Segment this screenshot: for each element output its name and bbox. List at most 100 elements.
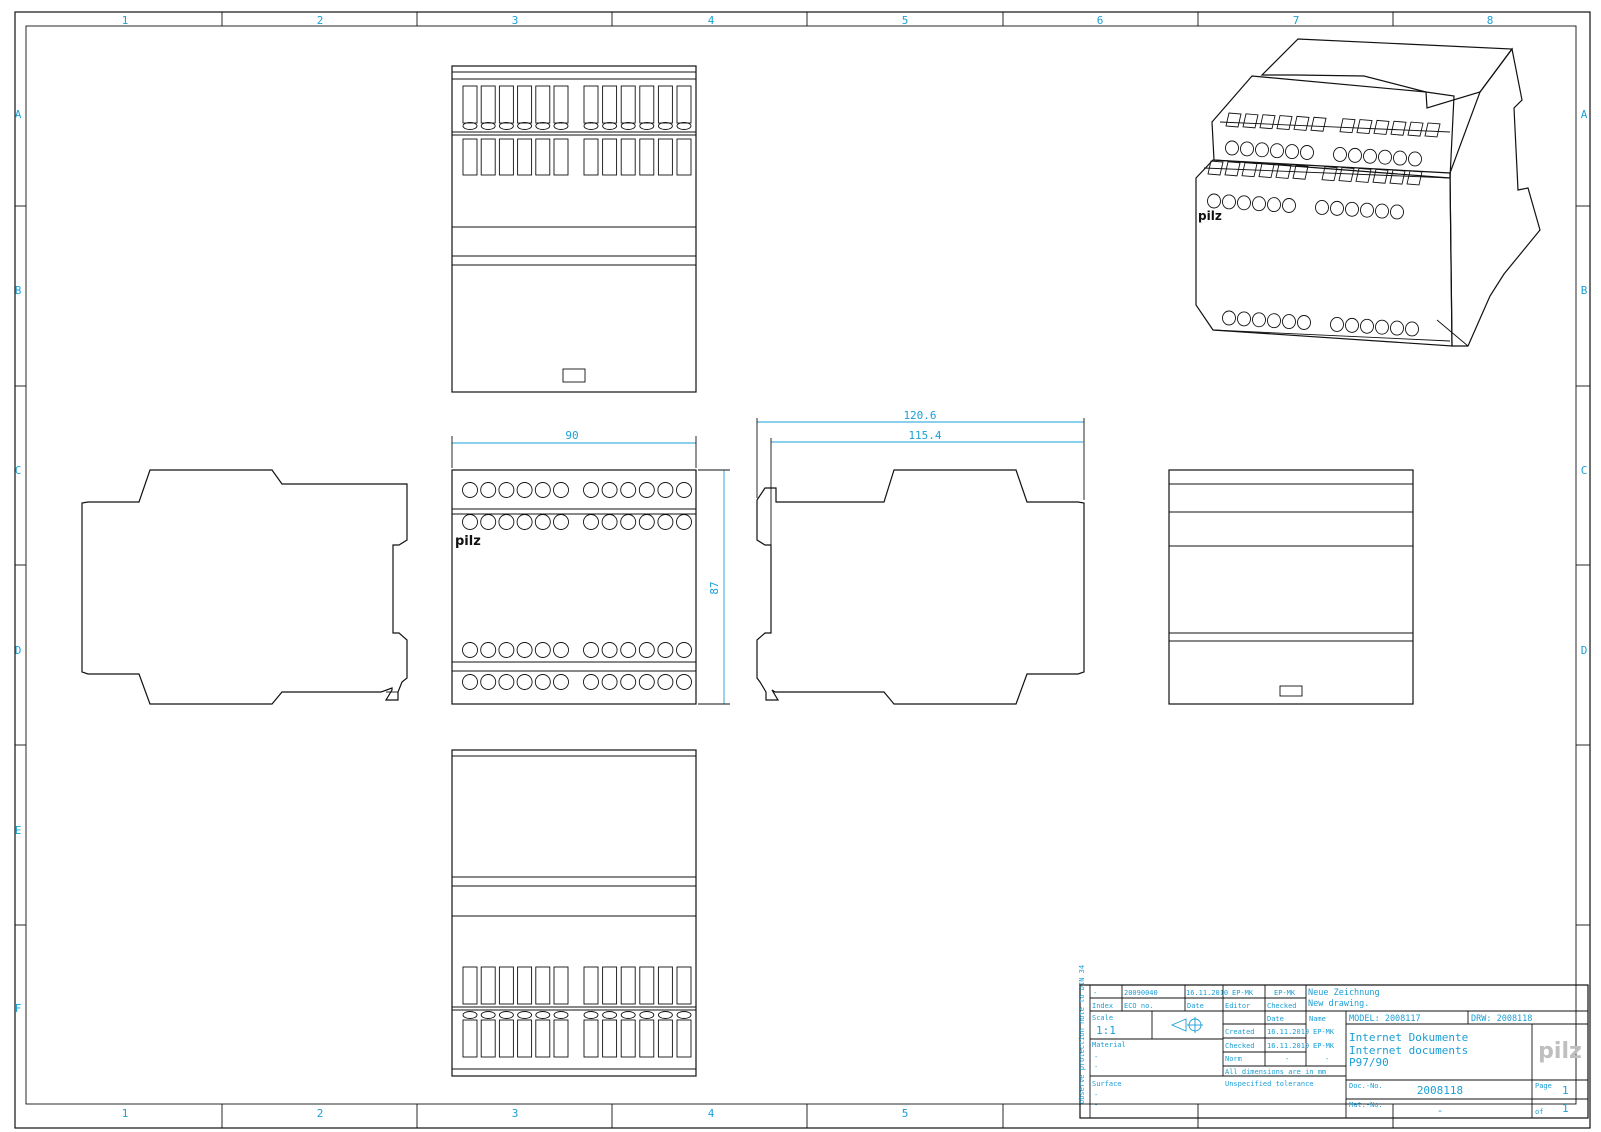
iso-terminal-slot — [1356, 119, 1373, 135]
terminal-slot — [553, 138, 569, 176]
iso-terminal-screw — [1282, 198, 1296, 213]
column-label: 3 — [512, 14, 519, 27]
label-eco: ECO no. — [1124, 1002, 1154, 1010]
right-side-view: 120.6 115.4 — [756, 409, 1085, 705]
row-label: E — [15, 824, 22, 837]
iso-terminal-screw — [1360, 202, 1374, 218]
iso-terminal-screw — [1237, 195, 1251, 211]
row-label: A — [1581, 108, 1588, 121]
terminal-screw — [601, 482, 618, 498]
iso-terminal-slot — [1207, 160, 1224, 176]
iso-terminal-screw — [1252, 196, 1266, 212]
created-date: 16.11.2010 — [1267, 1028, 1309, 1036]
rev-date: 16.11.2010 — [1186, 989, 1228, 997]
page-number: 1 — [1562, 1084, 1569, 1097]
terminal-screw — [553, 1011, 569, 1019]
terminal-screw — [553, 482, 569, 498]
row-label: C — [1581, 464, 1588, 477]
terminal-screw — [657, 1011, 673, 1019]
column-label: 1 — [122, 1107, 129, 1120]
label-created: Created — [1225, 1028, 1255, 1036]
terminal-screw — [553, 642, 569, 658]
dimension-overall-depth: 120.6 — [903, 409, 936, 422]
iso-terminal-screw — [1393, 150, 1407, 166]
dimension-body-depth: 115.4 — [908, 429, 941, 442]
iso-terminal-screw — [1390, 204, 1404, 220]
iso-terminal-slot — [1407, 121, 1424, 137]
document-number: 2008118 — [1417, 1084, 1463, 1097]
terminal-slot — [498, 1019, 514, 1058]
terminal-slot — [620, 1019, 636, 1058]
rev-editor: EP-MK — [1232, 989, 1254, 997]
iso-terminal-slot — [1389, 169, 1406, 185]
iso-terminal-screw — [1300, 145, 1314, 160]
terminal-screw — [602, 1011, 618, 1019]
surface-value-2: - — [1094, 1101, 1098, 1109]
column-label: 7 — [1293, 14, 1300, 27]
change-text-de: Neue Zeichnung — [1308, 988, 1380, 998]
column-label: 6 — [1097, 14, 1104, 27]
terminal-screw — [583, 482, 599, 498]
terminal-slot — [657, 85, 673, 124]
terminal-screw — [535, 1011, 551, 1019]
iso-terminal-screw — [1267, 197, 1281, 213]
iso-terminal-slot — [1390, 120, 1407, 136]
terminal-slot — [517, 1019, 533, 1058]
terminal-screw — [462, 482, 478, 498]
column-label: 4 — [708, 14, 715, 27]
terminal-screw — [462, 1011, 478, 1019]
terminal-screw — [638, 514, 655, 530]
left-side-view — [81, 469, 408, 705]
label-mat-no: Mat.-No. — [1349, 1101, 1383, 1109]
iso-terminal-screw — [1267, 313, 1281, 329]
terminal-screw — [620, 514, 637, 530]
terminal-screw — [620, 674, 637, 690]
surface-value-1: - — [1094, 1091, 1098, 1099]
column-label: 1 — [122, 14, 129, 27]
iso-terminal-screw — [1363, 148, 1377, 164]
iso-terminal-screw — [1282, 314, 1296, 330]
terminal-screw — [462, 122, 478, 130]
iso-terminal-slot — [1225, 112, 1242, 128]
terminal-slot — [657, 966, 673, 1005]
row-label: D — [1581, 644, 1588, 657]
terminal-screw — [553, 514, 569, 530]
page-total: 1 — [1562, 1102, 1569, 1115]
terminal-screw — [657, 674, 674, 690]
rev-checked: EP-MK — [1274, 989, 1296, 997]
title-block-frame — [1079, 984, 1589, 1119]
rear-view-outline — [1168, 469, 1414, 705]
column-label: 2 — [317, 1107, 324, 1120]
terminal-screw — [462, 514, 478, 530]
terminal-screw — [583, 674, 599, 690]
rev-eco: 20090040 — [1124, 989, 1158, 997]
iso-terminal-screw — [1207, 193, 1221, 209]
iso-terminal-slot — [1424, 122, 1441, 138]
terminal-screw — [480, 642, 497, 658]
terminal-screw — [516, 482, 533, 498]
iso-terminal-screw — [1405, 321, 1419, 337]
iso-terminal-slot — [1276, 115, 1293, 131]
terminal-screw — [638, 642, 655, 658]
terminal-screw — [498, 122, 514, 130]
company-logo: pilz — [1538, 1039, 1582, 1064]
terminal-screw — [534, 514, 551, 530]
scale-value: 1:1 — [1096, 1024, 1116, 1037]
iso-top-housing — [1260, 38, 1514, 109]
row-label: C — [15, 464, 22, 477]
terminal-slot — [462, 138, 478, 176]
terminal-screw — [462, 642, 478, 658]
terminal-slot — [583, 85, 599, 124]
terminal-screw — [620, 122, 636, 130]
row-label: F — [15, 1002, 22, 1015]
iso-terminal-slot — [1338, 167, 1355, 183]
terminal-screw — [516, 674, 533, 690]
iso-terminal-screw — [1330, 317, 1344, 332]
left-side-profile — [81, 469, 408, 705]
iso-terminal-slot — [1292, 164, 1309, 180]
iso-terminal-slot — [1355, 167, 1372, 183]
terminal-slot — [676, 138, 692, 176]
iso-terminal-screw — [1222, 194, 1236, 210]
terminal-screw — [516, 642, 533, 658]
